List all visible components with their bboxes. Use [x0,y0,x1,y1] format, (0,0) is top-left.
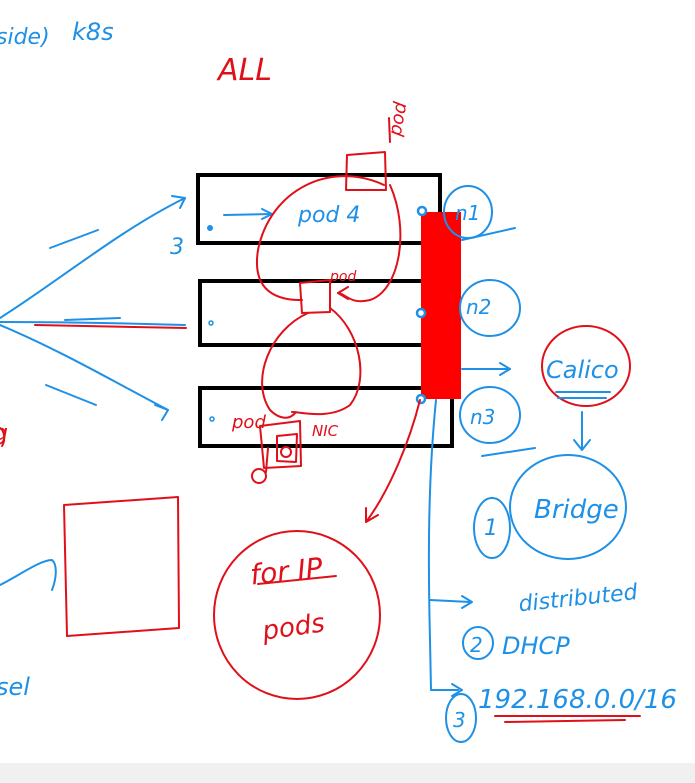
bottom-pod-square-outer [259,420,302,469]
label-ip-range: 192.168.0.0/16 [478,685,677,715]
calico-circle [541,325,631,407]
fan-tick-2 [45,384,97,406]
bottom-strip [0,763,695,783]
label-pod-top: pod [385,100,412,139]
port-dot-2 [415,307,427,319]
circled-2-ring [462,626,494,660]
label-all: ALL [216,53,272,88]
bottom-left-curve [0,559,57,591]
box-dot-1 [207,225,213,231]
box-dot-3 [209,416,215,422]
pod-loop-lower-right [291,307,362,416]
arrow-to-for-ip [365,399,421,523]
fan-line-top [0,197,186,319]
pod-loop-upper [255,175,385,301]
circled-3-ring [445,693,477,743]
fan-arrowhead-bottom [154,404,169,421]
node-box-3 [198,386,454,448]
bottom-pod-circle-low [251,468,267,484]
port-dot-3 [415,393,427,405]
bar-bracket-lines [427,399,494,743]
pod-loop-arrowhead [337,286,349,300]
label-n2: n2 [466,295,491,319]
label-n1: n1 [455,201,480,225]
for-ip-underline [257,575,337,585]
fan-line-bottom [0,324,169,411]
box-dot-2 [208,320,214,326]
label-pod-mid: pod [329,269,356,285]
fan-line-mid [0,321,186,326]
red-switch-bar [421,212,461,399]
top-pod-square [345,151,387,191]
bracket-arrowhead-dhcp [461,595,473,609]
label-side: side) [0,25,50,50]
empty-red-square [63,496,180,637]
red-pod-strokes [0,117,641,723]
left-red-fragment [0,427,6,447]
port-dot-1 [416,205,428,217]
red-mid-line [34,324,187,329]
label-dhcp: DHCP [502,632,570,660]
bottom-pod-circle-small [280,446,292,458]
mid-pod-square [299,279,331,314]
label-pods: pods [260,608,327,647]
label-k8s: k8s [72,18,114,46]
bracket-branch-dhcp [429,599,471,603]
node-box-1 [196,173,442,245]
label-circled-3: 3 [453,708,466,732]
pod-loop-right [337,184,402,303]
fan-tick-1 [49,229,99,249]
n3-circle [459,386,521,444]
bracket-vertical [427,399,459,691]
label-pod-bottom: pod [231,412,266,433]
n3-underline [481,447,536,457]
bottom-pod-square-inner [276,433,298,463]
label-left-fragment-1: g [0,421,8,446]
top-pod-tick [388,117,391,143]
node-circles [443,185,536,457]
n1-underline [461,227,516,241]
bar-to-calico-arrowhead [499,362,511,376]
bridge-circle [509,454,627,560]
label-circled-2: 2 [470,633,483,657]
label-node-num: 3 [170,235,184,260]
n2-circle [459,279,521,337]
blue-fan-lines [0,195,273,591]
label-distributed: distributed [517,580,639,617]
calico-down-arrowhead [573,439,591,451]
label-bridge: Bridge [534,495,619,525]
for-ip-circle [213,530,381,700]
label-pod4: pod 4 [297,203,360,228]
label-calico: Calico [546,356,619,384]
ip-underline-2 [504,719,626,723]
fan-arrowhead-top [171,195,186,209]
label-left-fragment-2: sel [0,673,30,701]
box1-inner-arrow [223,213,273,216]
circled-1-ring [473,497,511,559]
label-circled-1: 1 [484,516,498,541]
label-n3: n3 [470,405,495,429]
arrow-to-for-ip-head [365,507,379,523]
bracket-arrowhead-ip [451,683,463,697]
pod-loop-lower-left [261,312,309,419]
bridge-group [473,454,627,560]
calico-to-bridge [555,391,611,451]
label-nic: NIC [312,422,339,440]
label-for-ip: for IP [249,551,325,591]
fan-tick-3 [64,317,121,321]
bottom-pod-link [265,447,269,473]
